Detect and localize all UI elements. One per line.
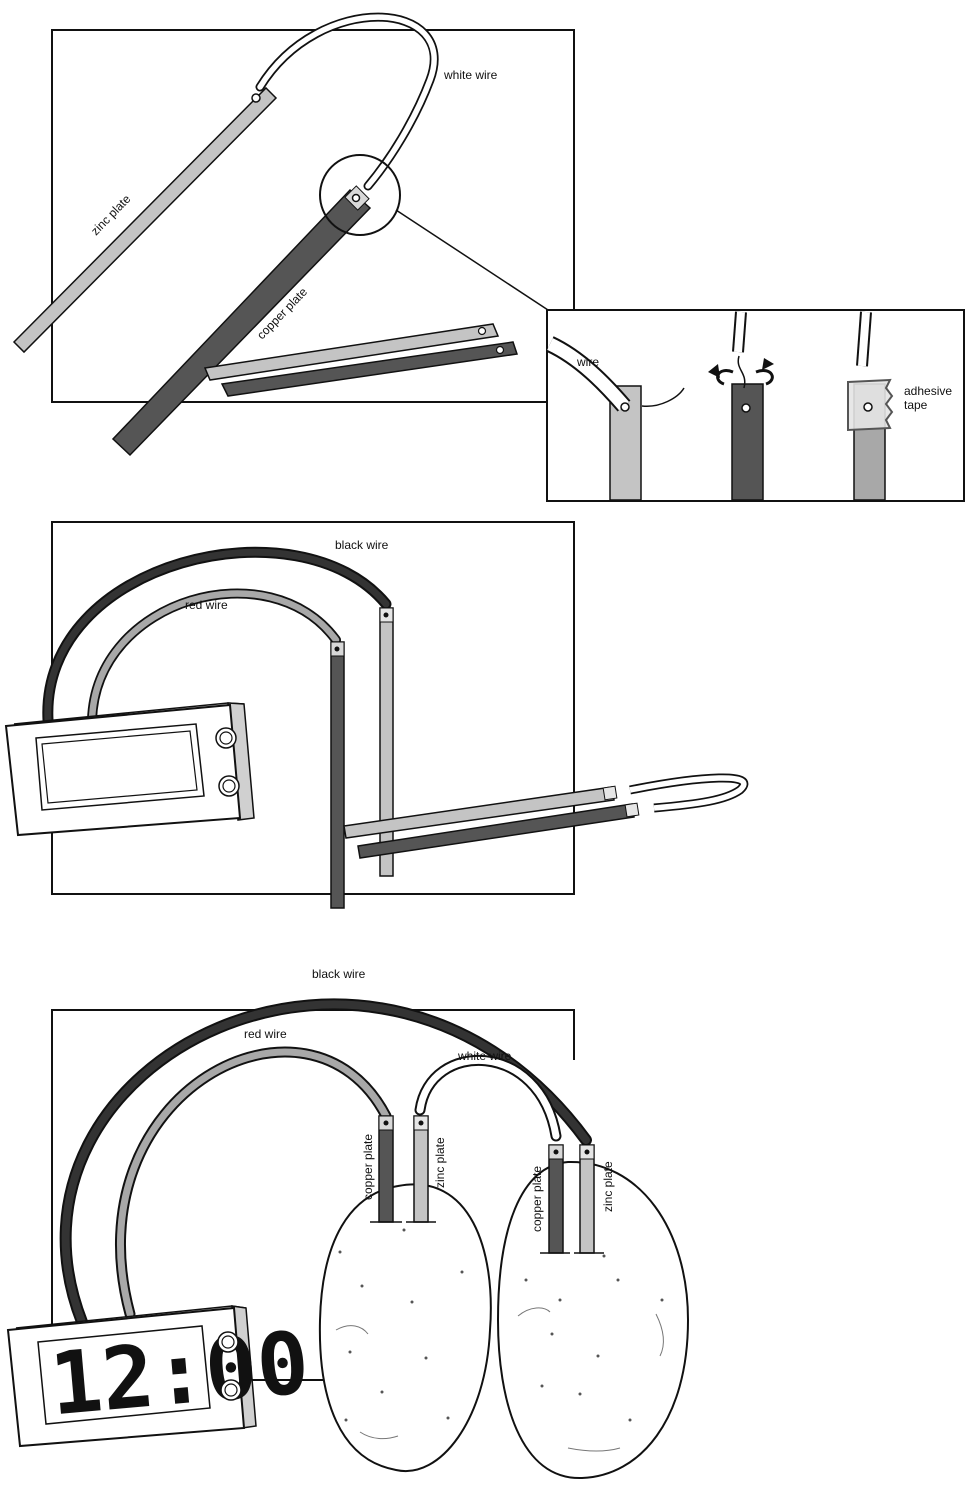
clock-display: 12:00 [46,1313,313,1435]
panel-3-assembly: 12:00 black wire red wire white wire cop… [6,967,690,1480]
panel-2-copper-plate [330,641,345,909]
p3-copper-plate-2 [548,1144,564,1254]
inset-bend-arc [641,387,685,407]
spare-copper-plate [220,341,518,397]
twist-arrow-right-icon [755,369,774,386]
panel-3-clock: 12:00 [6,1305,313,1448]
label-adhesive-line2: tape [904,398,928,412]
potato-1-spots [338,1228,464,1422]
clock-screen [37,1325,211,1425]
label-zinc-plate-1: zinc plate [433,1137,447,1188]
label-copper-plate-2: copper plate [530,1166,544,1232]
label-white-wire: white wire [443,68,498,82]
p3-zinc-plate-1 [413,1115,429,1223]
panel-2-zinc-plate [379,607,394,877]
panel-2-diag-copper-plate [357,803,635,859]
label-black-wire-p2: black wire [335,538,389,552]
potato-1 [318,1183,492,1473]
panel-2-diag-zinc-plate [343,786,615,839]
label-red-wire-p2: red wire [185,598,228,612]
inset-plate-2 [731,383,764,501]
potato-2 [496,1160,690,1480]
panel-1-assembly: white wire zinc plate copper plate [12,12,575,457]
label-white-wire-p3: white wire [457,1049,512,1063]
label-zinc-plate-2: zinc plate [601,1161,615,1212]
panel-2-assembly: black wire red wire [4,521,749,909]
magnifier-circle [319,154,401,236]
label-copper-plate-1: copper plate [361,1134,375,1200]
label-inset-wire: wire [576,355,599,369]
p3-copper-plate-1 [378,1115,394,1223]
panel-2-clock [4,702,255,837]
p3-zinc-plate-2 [579,1144,595,1254]
spare-zinc-plate [203,323,500,381]
label-red-wire-p3: red wire [244,1027,287,1041]
label-black-wire-p3: black wire [312,967,366,981]
inset-detail: wire adhesive tape [546,309,965,502]
potato-2-spots [524,1254,664,1422]
label-adhesive-line1: adhesive [904,384,952,398]
zinc-plate [12,86,278,354]
